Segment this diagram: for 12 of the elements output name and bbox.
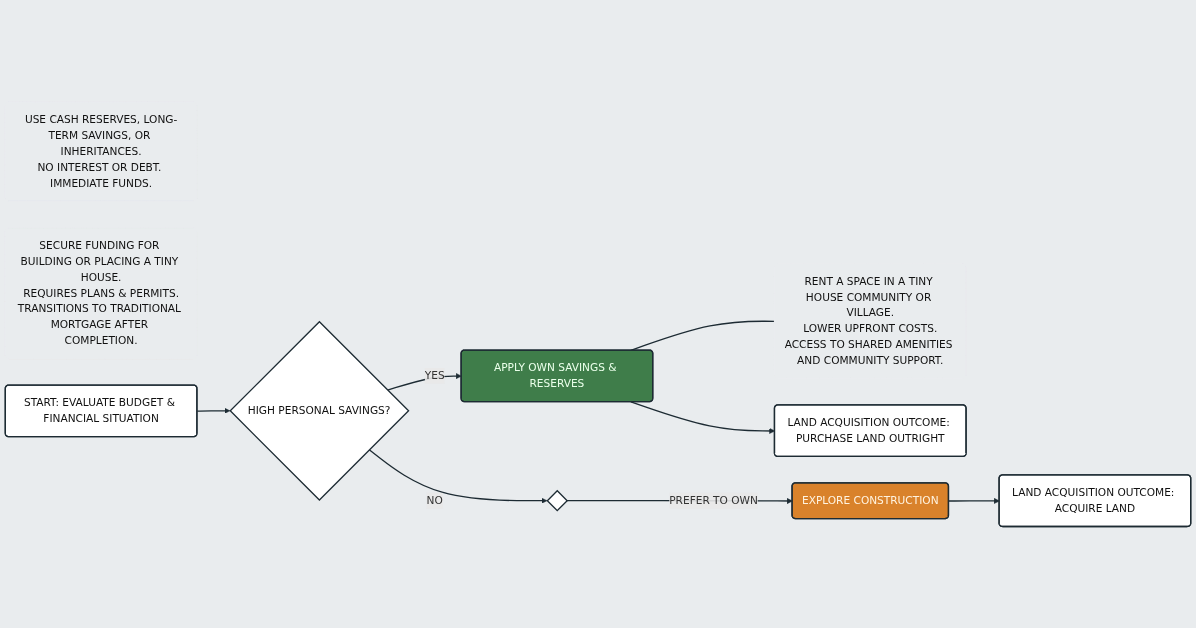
edge-label: NO — [426, 493, 443, 507]
arrow — [196, 407, 231, 414]
arrow — [386, 372, 462, 391]
node-text: USE CASH RESERVES, LONG-TERM SAVINGS, OR INHERITANCES. NO INTEREST OR DEBT. IMMEDIATE FUNDS. — [24, 113, 178, 190]
node-text: SECURE FUNDING FOR BUILDING OR PLACING A TINY HOUSE. REQUIRES PLANS & PERMITS. TRANSITIONS TO TRADITIONAL MORTGAGE AFTER COMPLETION. — [17, 238, 181, 347]
node-diamond — [546, 489, 569, 512]
node-text: RENT A SPACE IN A TINY HOUSE COMMUNITY OR VILLAGE. LOWER UPFRONT COSTS. ACCESS TO SHARED AMENITIES AND COMMUNITY SUPPORT. — [784, 274, 953, 367]
edge-label: YES — [424, 368, 445, 382]
edge-label: PREFER TO OWN — [669, 493, 758, 507]
arrow — [368, 448, 548, 504]
arrow — [948, 497, 1000, 504]
node-diamond: HIGH PERSONAL SAVINGS? — [229, 320, 410, 501]
